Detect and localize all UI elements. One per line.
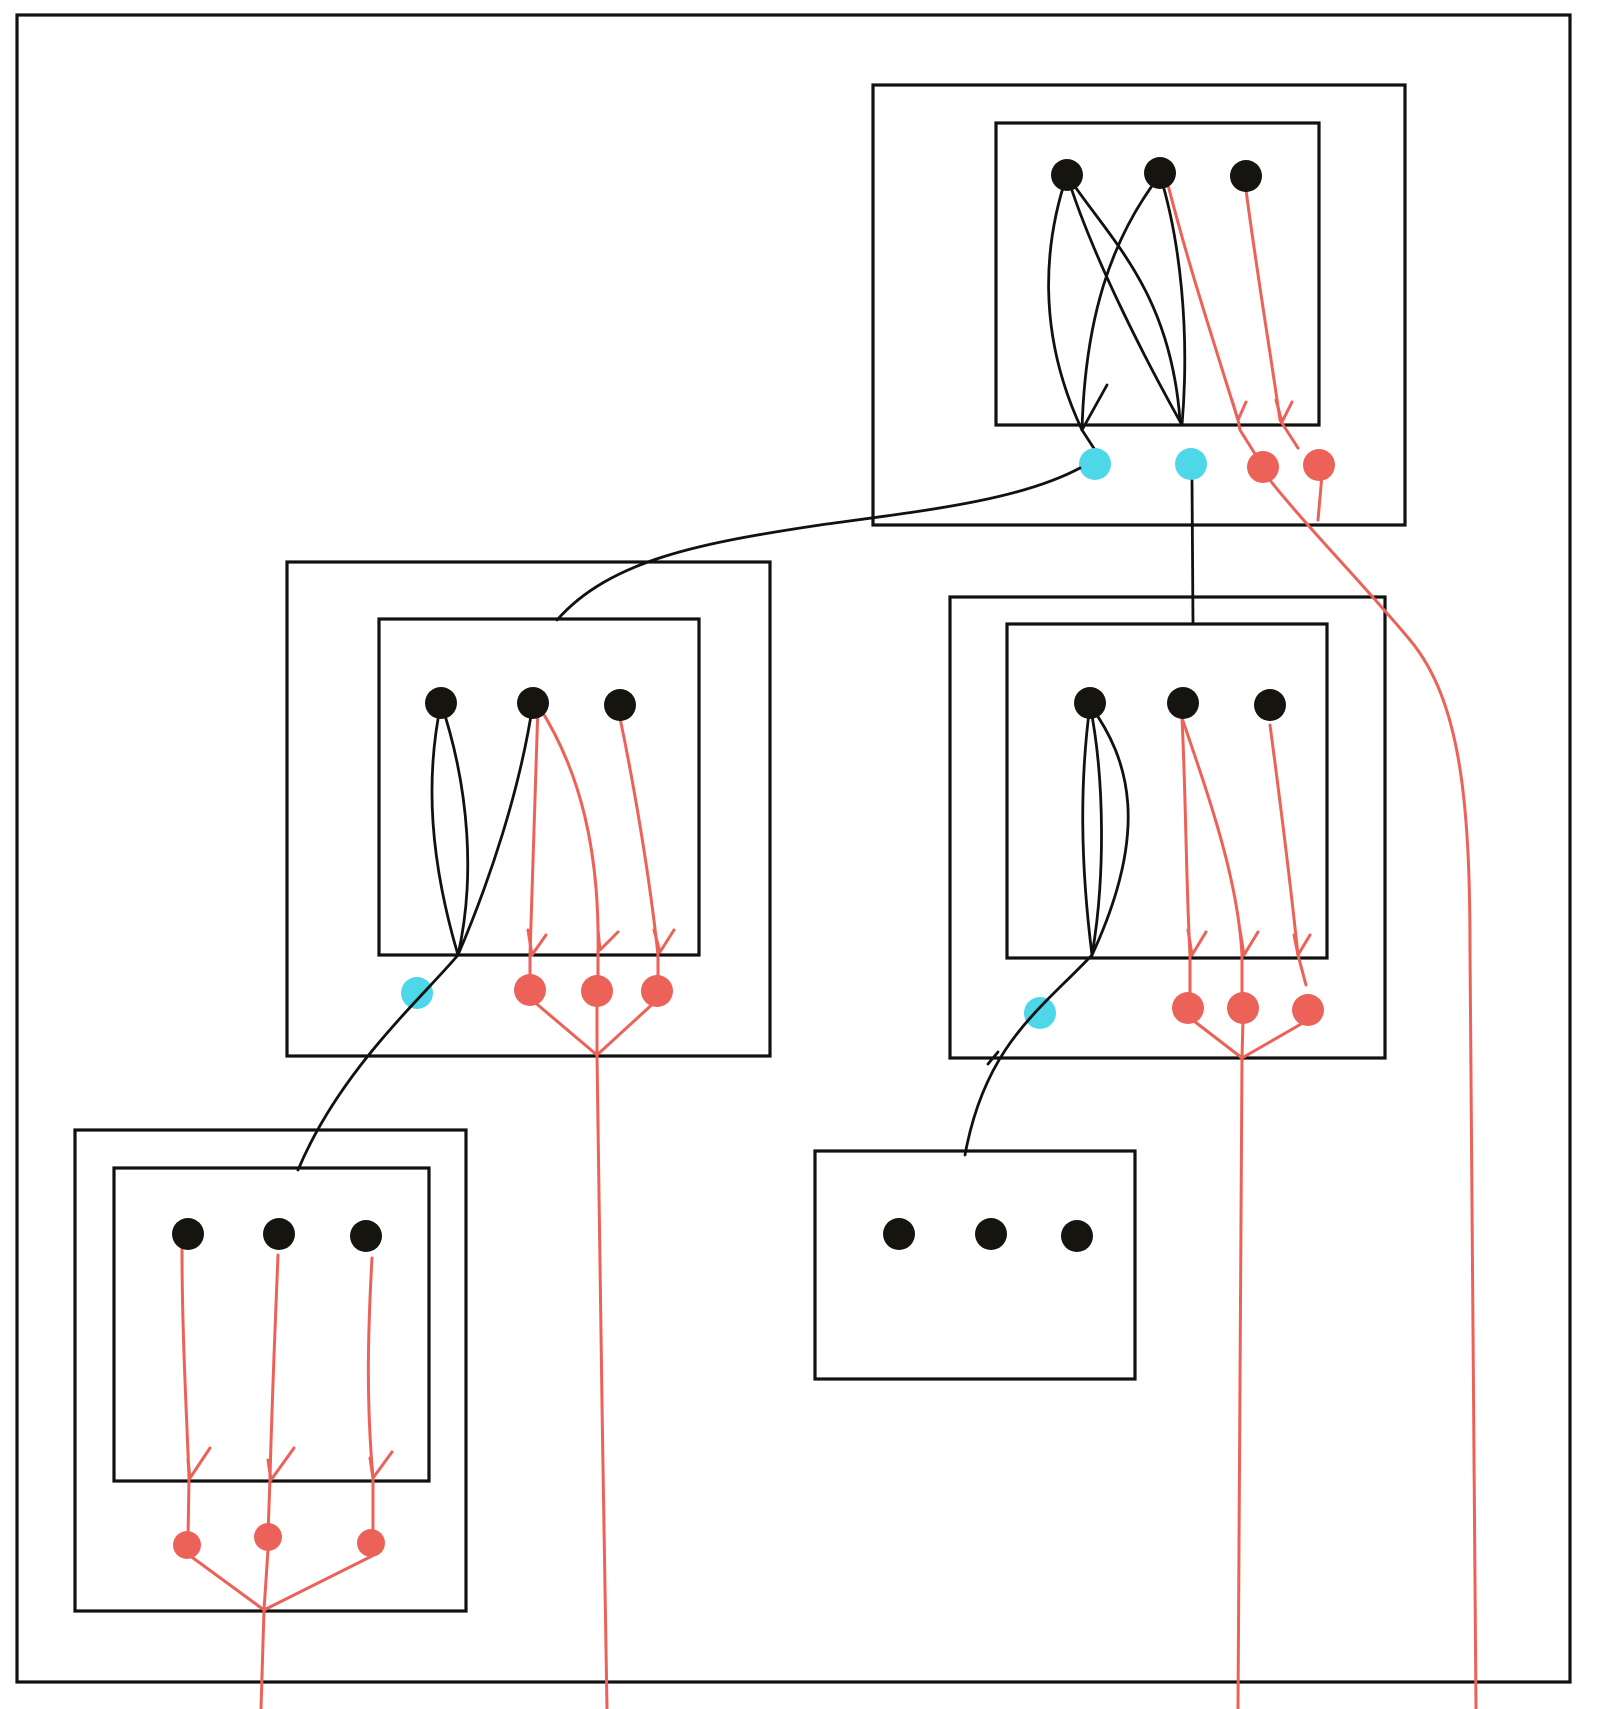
black-node bbox=[1061, 1220, 1093, 1252]
red-port bbox=[357, 1529, 385, 1557]
module-middle-right-outer-frame bbox=[948, 595, 1387, 1060]
wire-internal bbox=[1158, 173, 1187, 427]
cyan-port bbox=[1079, 448, 1111, 480]
cyan-port bbox=[401, 977, 433, 1009]
arrowhead bbox=[596, 928, 620, 952]
module-middle-left-outer-frame bbox=[285, 560, 772, 1058]
red-port bbox=[514, 974, 546, 1006]
black-node bbox=[263, 1218, 295, 1250]
black-node bbox=[1051, 159, 1083, 191]
black-node bbox=[1074, 687, 1106, 719]
red-port bbox=[1303, 449, 1335, 481]
arrowhead bbox=[186, 1446, 212, 1480]
cyan-port bbox=[1175, 448, 1207, 480]
black-node bbox=[172, 1218, 204, 1250]
wire-internal bbox=[1065, 173, 1182, 422]
black-node bbox=[1230, 160, 1262, 192]
red-port bbox=[254, 1523, 282, 1551]
wire-red-bundle bbox=[1236, 1018, 1245, 1709]
outer-boundary bbox=[15, 13, 1572, 1684]
wire-red-internal bbox=[618, 716, 660, 992]
arrowhead bbox=[652, 928, 676, 954]
module-middle-left-inner-frame bbox=[377, 617, 701, 957]
black-node bbox=[975, 1218, 1007, 1250]
red-port bbox=[1227, 992, 1259, 1024]
wire-red-bundle bbox=[1188, 1016, 1244, 1060]
arrowhead bbox=[1274, 398, 1294, 424]
wire-internal bbox=[1088, 703, 1103, 957]
arrowhead bbox=[526, 928, 548, 957]
black-node bbox=[1167, 687, 1199, 719]
black-node bbox=[425, 687, 457, 719]
black-node bbox=[350, 1220, 382, 1252]
black-node bbox=[1144, 157, 1176, 189]
wire-red-bundle bbox=[1316, 473, 1324, 522]
wire-red-bundle bbox=[262, 1554, 374, 1612]
module-top-right bbox=[871, 83, 1407, 527]
wire-red-internal bbox=[1268, 723, 1308, 987]
red-port bbox=[581, 975, 613, 1007]
wire-red-internal bbox=[536, 703, 600, 992]
module-middle-left bbox=[285, 560, 772, 1058]
arrowhead bbox=[1238, 928, 1260, 957]
wire-internal bbox=[1065, 173, 1184, 427]
wire-red-bundle bbox=[595, 998, 659, 1057]
wire-red-bundle bbox=[1240, 1018, 1310, 1060]
black-node bbox=[604, 689, 636, 721]
wire-connection bbox=[986, 1050, 1000, 1066]
red-port bbox=[1172, 992, 1204, 1024]
wire-connection bbox=[296, 953, 460, 1172]
wire-red-internal bbox=[266, 1253, 280, 1537]
module-top-right-outer-frame bbox=[871, 83, 1407, 527]
wire-internal bbox=[439, 701, 470, 957]
module-bottom-left bbox=[73, 1128, 468, 1613]
wire-internal bbox=[1081, 703, 1094, 957]
arrowhead bbox=[1292, 933, 1312, 957]
cyan-port bbox=[1024, 997, 1056, 1029]
arrowhead bbox=[368, 1450, 394, 1480]
black-node bbox=[883, 1218, 915, 1250]
red-port bbox=[1247, 451, 1279, 483]
wire-red-internal bbox=[1244, 188, 1300, 450]
wire-red-internal bbox=[366, 1256, 375, 1542]
arrowhead bbox=[1186, 928, 1208, 957]
wire-red-bundle bbox=[1260, 468, 1478, 1709]
red-port bbox=[173, 1531, 201, 1559]
wire-internal bbox=[456, 701, 535, 957]
wire-connection bbox=[555, 466, 1082, 622]
arrowhead bbox=[266, 1446, 296, 1482]
module-middle-right-inner-frame bbox=[1005, 622, 1329, 960]
black-node bbox=[517, 687, 549, 719]
module-bottom-left-outer-frame bbox=[73, 1128, 468, 1613]
wire-red-internal bbox=[180, 1246, 191, 1542]
black-node bbox=[1254, 689, 1286, 721]
wire-red-bundle bbox=[530, 998, 599, 1057]
wire-red-bundle bbox=[187, 1553, 266, 1612]
wire-connection bbox=[1190, 479, 1195, 624]
wire-internal bbox=[1080, 173, 1162, 432]
red-port bbox=[641, 975, 673, 1007]
module-bottom-center-frame bbox=[813, 1149, 1137, 1381]
module-bottom-center bbox=[813, 1149, 1137, 1381]
red-port bbox=[1292, 994, 1324, 1026]
arrowhead bbox=[1230, 398, 1248, 422]
module-middle-right bbox=[948, 595, 1387, 1060]
wire-internal bbox=[1088, 703, 1130, 957]
wire-red-internal bbox=[1180, 716, 1192, 1007]
wire-internal bbox=[1047, 173, 1084, 432]
wire-connection bbox=[963, 953, 1094, 1157]
wire-internal bbox=[1080, 428, 1097, 452]
wire-red-bundle bbox=[259, 1548, 270, 1709]
module-top-right-inner-frame bbox=[994, 121, 1321, 427]
wire-internal bbox=[430, 701, 460, 957]
wire-internal bbox=[1080, 383, 1109, 432]
wire-red-bundle bbox=[595, 1003, 609, 1709]
